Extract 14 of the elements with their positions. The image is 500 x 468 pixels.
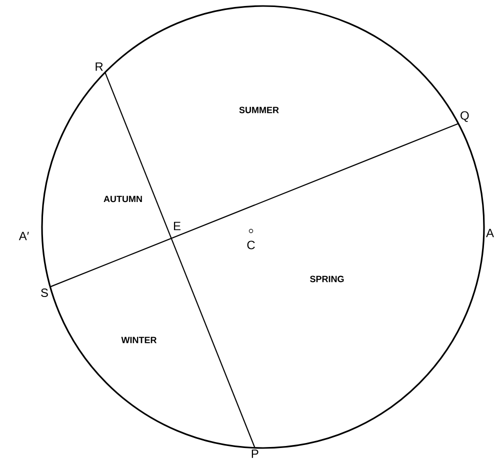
- point-label: Q: [460, 111, 469, 122]
- season-label: SUMMER: [239, 106, 279, 114]
- point-label: C: [247, 240, 255, 250]
- point-label: S: [41, 288, 48, 297]
- point-label: E: [174, 222, 180, 230]
- chord: [50, 123, 459, 288]
- season-label: AUTUMN: [104, 196, 142, 202]
- point-label: R: [96, 62, 103, 71]
- chord: [104, 72, 256, 448]
- season-label: WINTER: [121, 336, 157, 344]
- season-label: SPRING: [310, 276, 344, 282]
- point-label: P: [252, 450, 258, 458]
- point-label: A′: [18, 232, 29, 240]
- point-label: A: [486, 228, 494, 238]
